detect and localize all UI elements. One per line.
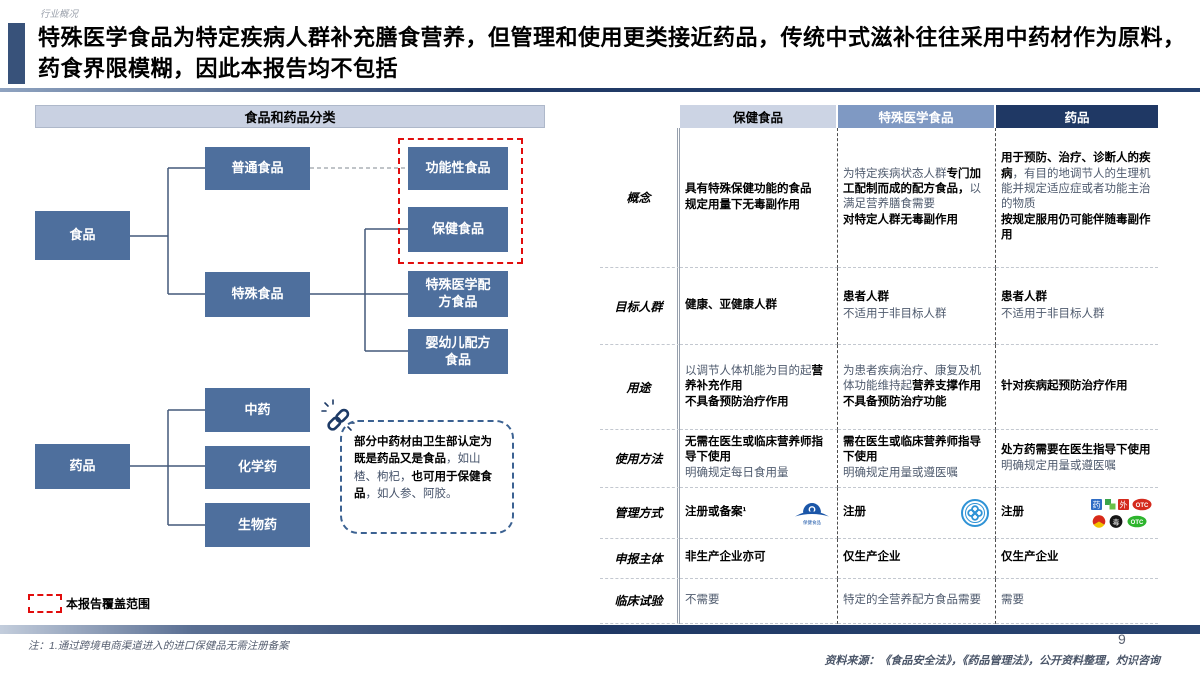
node-tcm: 中药 — [205, 388, 310, 432]
section-eyebrow: 行业概况 — [40, 9, 79, 20]
row-label-3: 用途 — [600, 345, 680, 430]
callout-text-segment: 也可用于保健食品 — [354, 470, 492, 500]
page-title: 特殊医学食品为特定疾病人群补充膳食营养，但管理和使用更类接近药品，传统中式滋补往… — [38, 25, 1186, 82]
otc-green-icon — [1127, 515, 1147, 527]
svg-text:OTC: OTC — [1136, 502, 1149, 508]
callout-text-segment: 部分中药材由卫生部认定为既是药品又是食品 — [354, 436, 492, 466]
table-cell: 患者人群不适用于非目标人群 — [838, 268, 996, 345]
svg-text:药: 药 — [1093, 499, 1101, 509]
table-cell: 以调节人体机能为目的起营养补充作用不具备预防治疗作用 — [680, 345, 838, 430]
svg-text:保健食品: 保健食品 — [803, 519, 821, 526]
node-health-food: 保健食品 — [408, 207, 508, 252]
table-cell: 注册或备案¹ 保健食品 — [680, 487, 838, 539]
title-accent-bar — [8, 23, 25, 84]
svg-text:外: 外 — [1120, 499, 1128, 509]
col-header-drug: 药品 — [996, 105, 1158, 128]
drug-approval-marks: 药 外 OTC 毒 OTC — [1091, 497, 1153, 529]
row-label-6: 申报主体 — [600, 538, 680, 579]
table-cell: 用于预防、治疗、诊断人的疾病，有目的地调节人的生理机能并规定适应症或者功能主治的… — [996, 128, 1158, 268]
table-cell: 具有特殊保健功能的食品规定用量下无毒副作用 — [680, 128, 838, 268]
svg-text:毒: 毒 — [1113, 517, 1120, 526]
table-cell: 需在医生或临床营养师指导下使用明确规定用量或遵医嘱 — [838, 430, 996, 488]
row-label-7: 临床试验 — [600, 578, 680, 624]
row-label-1: 概念 — [600, 128, 680, 268]
report-scope-highlight — [398, 138, 523, 264]
comparison-table: 保健食品 特殊医学食品 药品 概念具有特殊保健功能的食品规定用量下无毒副作用为特… — [600, 105, 1158, 624]
col-header-fsmp: 特殊医学食品 — [838, 105, 996, 128]
node-functional-food: 功能性食品 — [408, 147, 508, 190]
table-cell: 特定的全营养配方食品需要 — [838, 578, 996, 624]
node-biological-drug: 生物药 — [205, 503, 310, 547]
callout-note: 部分中药材由卫生部认定为既是药品又是食品，如山楂、枸杞，也可用于保健食品，如人参… — [340, 420, 514, 534]
fsmp-badge-logo — [960, 498, 990, 528]
table-cell: 注册 — [838, 487, 996, 539]
table-cell: 健康、亚健康人群 — [680, 268, 838, 345]
row-label-4: 使用方法 — [600, 430, 680, 488]
diagram-title: 食品和药品分类 — [35, 105, 545, 128]
svg-text:OTC: OTC — [1131, 519, 1144, 525]
red-square-mark-icon — [1118, 498, 1129, 510]
node-drug: 药品 — [35, 444, 130, 489]
table-cell: 不需要 — [680, 578, 838, 624]
footer-divider — [0, 625, 1200, 634]
footnote: 注：1.通过跨境电商渠道进入的进口保健品无需注册备案 — [28, 640, 289, 652]
blue-square-mark-icon — [1091, 498, 1102, 510]
node-infant-formula: 婴幼儿配方食品 — [408, 329, 508, 374]
row-label-2: 目标人群 — [600, 268, 680, 345]
page-number: 9 — [1118, 631, 1126, 647]
table-cell: 为患者疾病治疗、康复及机体功能维持起营养支撑作用不具备预防治疗功能 — [838, 345, 996, 430]
node-food: 食品 — [35, 211, 130, 260]
col-header-health-food: 保健食品 — [680, 105, 838, 128]
scope-legend-swatch — [28, 594, 62, 613]
callout-text-segment: ，如人参、阿胶。 — [365, 487, 458, 500]
otc-red-icon — [1132, 498, 1152, 510]
table-cell: 患者人群不适用于非目标人群 — [996, 268, 1158, 345]
table-cell: 注册 药 外 OTC 毒 OTC — [996, 488, 1158, 539]
table-cell: 针对疾病起预防治疗作用 — [996, 345, 1158, 430]
table-cell: 仅生产企业 — [996, 539, 1158, 579]
table-cell: 需要 — [996, 579, 1158, 624]
green-puzzle-mark-icon — [1105, 498, 1111, 505]
node-fsmp: 特殊医学配方食品 — [408, 271, 508, 317]
node-chemical-drug: 化学药 — [205, 446, 310, 489]
scope-legend-label: 本报告覆盖范围 — [66, 597, 151, 611]
callout-text-segment: ，如山楂、枸杞， — [354, 453, 481, 483]
health-food-bluehat-logo: 保健食品 — [792, 499, 832, 527]
table-cell: 无需在医生或临床营养师指导下使用明确规定每日食用量 — [680, 430, 838, 488]
table-cell: 处方药需要在医生指导下使用明确规定用量或遵医嘱 — [996, 430, 1158, 488]
source-line: 资料来源：《食品安全法》，《药品管理法》，公开资料整理，灼识咨询 — [824, 655, 1161, 667]
table-cell: 为特定疾病状态人群专门加工配制而成的配方食品，以满足营养膳食需要对特定人群无毒副… — [838, 128, 996, 268]
table-corner-cell — [600, 105, 680, 128]
node-special-food: 特殊食品 — [205, 272, 310, 317]
header-divider — [0, 88, 1200, 92]
toxic-mark-icon — [1109, 514, 1123, 528]
table-cell: 非生产企业亦可 — [680, 538, 838, 579]
table-cell: 仅生产企业 — [838, 538, 996, 579]
node-ordinary-food: 普通食品 — [205, 147, 310, 190]
row-label-5: 管理方式 — [600, 487, 680, 539]
